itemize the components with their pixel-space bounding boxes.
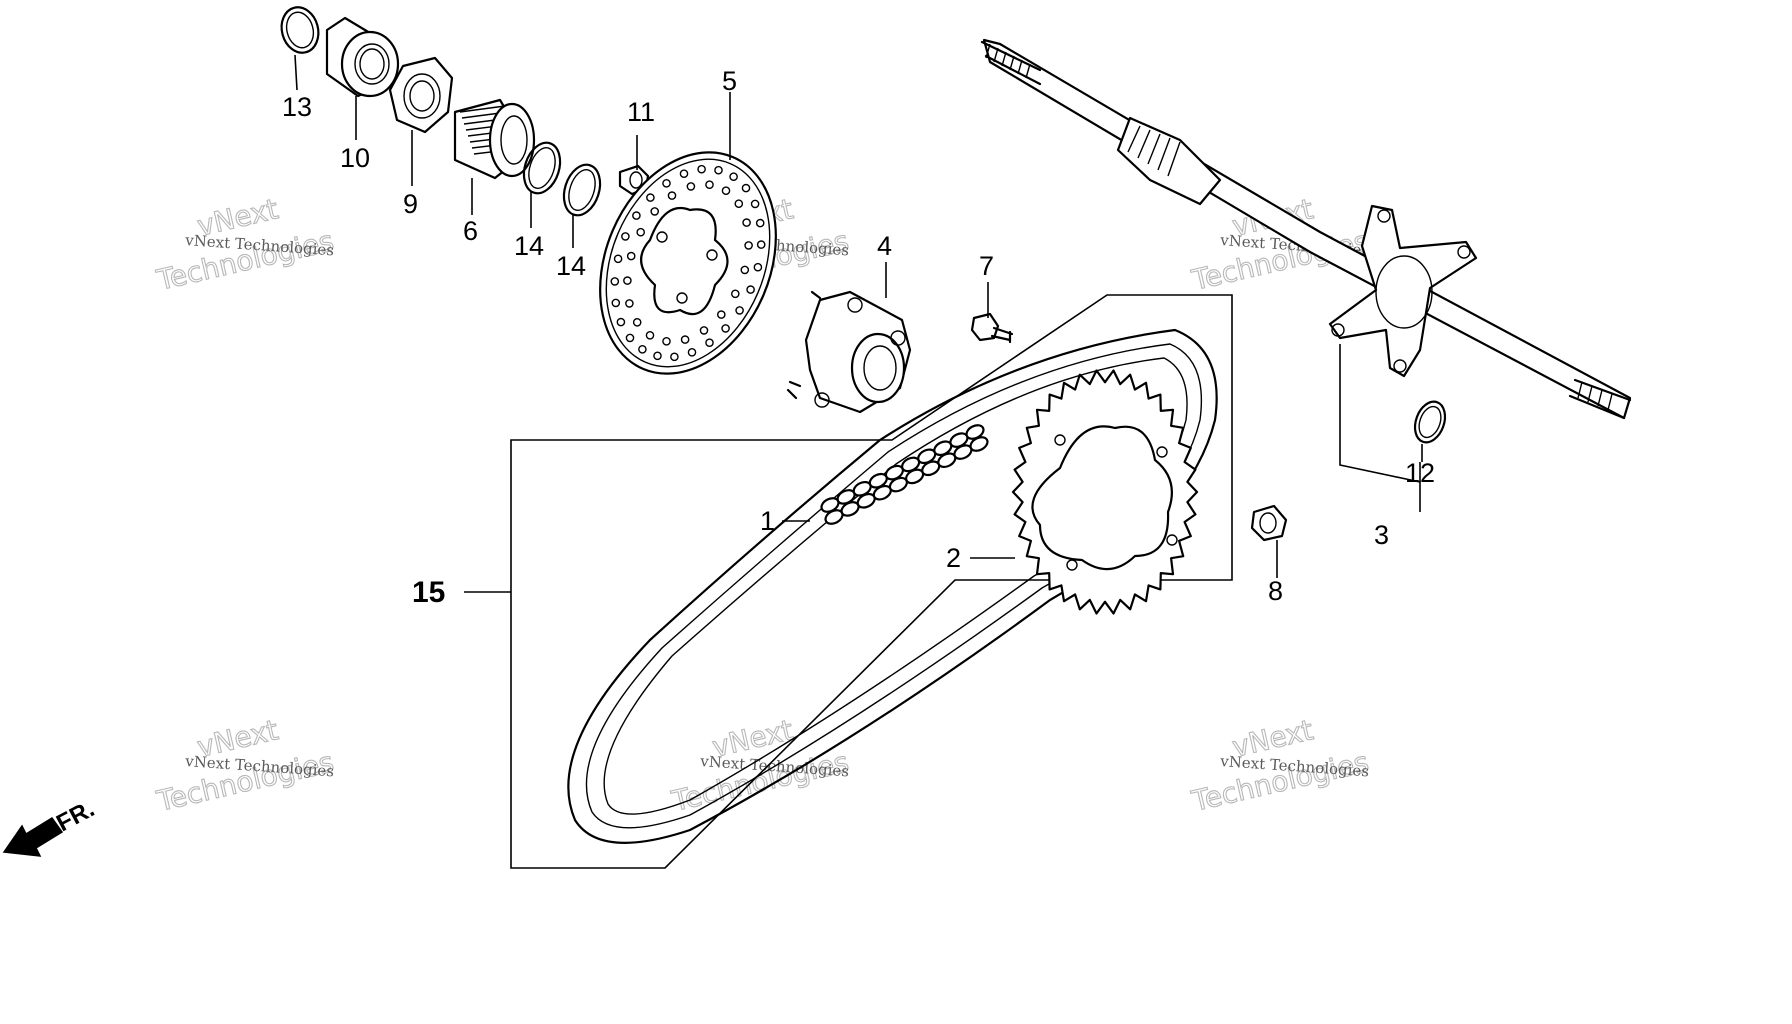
callout-15: 15 [412,576,445,609]
callout-2: 2 [946,543,961,573]
disc-hole [662,178,671,188]
part-14-o-ring-b[interactable] [558,160,606,220]
disc-hole [753,262,763,272]
disc-hole [625,333,635,343]
callout-13: 13 [282,92,312,122]
part-6-threaded-collar[interactable] [453,98,536,180]
disc-hole [717,310,726,319]
callout-5: 5 [722,66,737,96]
disc-hole [662,336,671,346]
sprocket-bolt-hole [1156,446,1168,458]
disc-hole [714,165,723,175]
callout-1: 1 [760,506,775,536]
disc-hole [636,227,646,237]
disc-hole [755,218,765,228]
chain-links [820,424,989,525]
part-4-wheel-hub[interactable] [786,290,912,414]
callout-10: 10 [340,143,370,173]
disc-hole [731,289,740,299]
disc-hole [687,347,697,357]
part-13-snap-ring[interactable] [277,3,324,57]
callout-9: 9 [403,189,418,219]
disc-hole [616,317,626,327]
sprocket-bolt-hole [1066,559,1078,571]
disc-hole [645,330,655,340]
callout-6: 6 [463,216,478,246]
front-direction-indicator: FR. [2,795,99,857]
callout-14-b: 14 [556,251,586,281]
disc-hole [670,352,679,362]
disc-hole [735,306,744,315]
callout-7: 7 [979,251,994,281]
disc-hole [650,207,660,216]
callout-8: 8 [1268,576,1283,606]
part-10-bearing-holder[interactable] [325,16,400,98]
part-5-brake-disc[interactable] [568,125,809,401]
watermark-bottom-right: vNext Technologies vNext Technologies [1188,713,1373,819]
part-2-driven-sprocket[interactable] [1011,369,1199,615]
disc-hole [621,232,630,241]
disc-hole [679,169,689,178]
front-direction-arrow-icon [2,816,64,857]
watermark-bottom-center: vNext Technologies vNext Technologies [668,713,853,819]
disc-hole [667,191,677,200]
disc-hole [646,193,655,202]
watermark-bottom-left: vNext Technologies vNext Technologies [153,713,338,819]
disc-hole [653,351,662,361]
assembly-15-outline [510,294,1233,869]
disc-hole [610,277,620,286]
disc-hole [699,326,709,335]
part-8-axle-nut[interactable] [1250,504,1288,542]
disc-hole [740,265,750,275]
part-1-drive-chain[interactable] [567,328,1218,844]
disc-hole [750,199,760,209]
leader-lines [294,54,1423,593]
disc-vent-holes [610,164,766,362]
disc-hole [638,344,647,354]
disc-hole [742,218,751,227]
disc-hole [721,186,731,195]
disc-hole [746,285,755,294]
disc-hole [611,298,621,308]
disc-hole [623,276,632,285]
disc-hole [744,241,753,250]
disc-hole [697,164,706,174]
disc-hole [625,299,634,308]
chain-link [969,436,989,452]
part-9-lock-nut[interactable] [388,56,454,134]
disc-hole [705,338,714,348]
disc-hole [626,251,636,261]
sprocket-bolt-holes [1054,434,1178,571]
callout-3: 3 [1374,520,1389,550]
disc-hole [734,199,744,208]
disc-hole [705,180,714,189]
callout-11: 11 [627,97,655,127]
sprocket-bolt-hole [1166,534,1178,546]
disc-hole [632,211,641,220]
callout-14-a: 14 [514,231,544,261]
part-3-rear-axle[interactable] [980,38,1632,420]
disc-hole [613,254,623,264]
disc-hole [741,183,751,193]
disc-hole [721,324,730,333]
disc-hole [632,317,642,327]
callout-12: 12 [1405,458,1435,488]
part-14-o-ring-a[interactable] [518,138,566,198]
callout-labels: 13 10 9 6 14 14 11 5 4 7 8 12 3 1 2 15 [282,66,1435,609]
part-7-flange-bolt[interactable] [970,312,1014,344]
disc-hole [680,335,690,344]
sprocket-bolt-hole [1054,434,1066,446]
part-12-snap-ring[interactable] [1410,397,1451,446]
disc-hole [756,240,766,249]
watermark-top-left: vNext Technologies vNext Technologies [153,192,338,298]
callout-4: 4 [877,231,892,261]
disc-hole [729,172,738,181]
disc-hole [686,182,696,191]
